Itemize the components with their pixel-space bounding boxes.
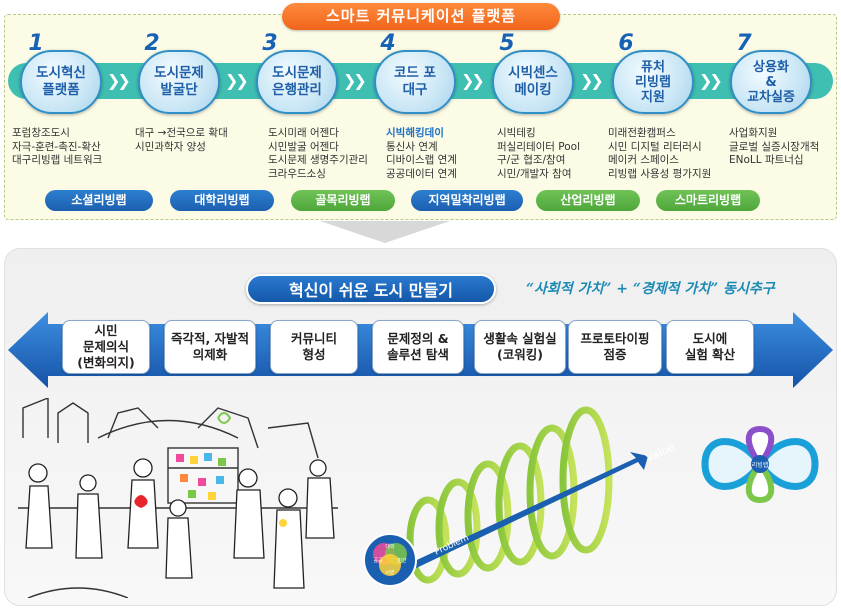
step-number-3: 3 bbox=[262, 31, 278, 56]
problem-to-value-spiral: Problem Value 대학 공공 민간 시민 bbox=[363, 406, 677, 587]
step-label: 도시혁신 bbox=[36, 65, 86, 81]
step-label: 지원 bbox=[641, 89, 665, 105]
funnel-connector bbox=[320, 221, 450, 243]
step-label: 메이킹 bbox=[514, 82, 552, 98]
venn-label: 공공 bbox=[373, 558, 383, 564]
step-label: 은행관리 bbox=[272, 82, 322, 98]
chevron-right-icon: ❯❯ bbox=[343, 71, 367, 90]
venn-label: 대학 bbox=[385, 543, 395, 550]
lab-social[interactable]: 소셜리빙랩 bbox=[45, 190, 153, 211]
step-label: 도시문제 bbox=[272, 65, 322, 81]
step-label: 대구 bbox=[402, 82, 428, 98]
logo-text: 리빙랩 bbox=[752, 461, 769, 469]
step-label: 도시문제 bbox=[154, 65, 204, 81]
step-label: 교차실증 bbox=[747, 89, 795, 105]
venn-label: 민간 bbox=[397, 557, 407, 564]
stage-living-lab[interactable]: 생활속 실험실(코워킹) bbox=[474, 320, 566, 374]
value-label: Value bbox=[644, 440, 677, 465]
step-number-5: 5 bbox=[499, 31, 515, 56]
chevron-right-icon: ❯❯ bbox=[580, 71, 604, 90]
step-number-4: 4 bbox=[380, 31, 396, 56]
step-label: 퓨처 bbox=[641, 59, 665, 75]
lab-industry[interactable]: 산업리빙랩 bbox=[536, 190, 640, 211]
lab-university[interactable]: 대학리빙랩 bbox=[170, 190, 274, 211]
stage-problem-definition[interactable]: 문제정의 &솔루션 탐색 bbox=[372, 320, 464, 374]
lab-local[interactable]: 지역밀착리빙랩 bbox=[411, 190, 523, 211]
chevron-right-icon: ❯❯ bbox=[699, 71, 723, 90]
chevron-right-icon: ❯❯ bbox=[225, 71, 249, 90]
platform-panel bbox=[4, 14, 837, 220]
step-label: 상용화 bbox=[753, 59, 789, 75]
workshop-sketch-illustration bbox=[18, 398, 338, 598]
slogan-banner: 혁신이 쉬운 도시 만들기 bbox=[246, 274, 496, 304]
lab-alley[interactable]: 골목리빙랩 bbox=[291, 190, 395, 211]
step-number-7: 7 bbox=[736, 31, 752, 56]
step-label: 플랫폼 bbox=[42, 82, 80, 98]
living-lab-logo: 리빙랩 bbox=[701, 425, 819, 504]
chevron-right-icon: ❯❯ bbox=[107, 71, 131, 90]
step-number-6: 6 bbox=[618, 31, 634, 56]
platform-title: 스마트 커뮤니케이션 플랫폼 bbox=[282, 3, 560, 30]
step-commercialization[interactable]: 상용화&교차실증 bbox=[730, 50, 812, 114]
step-number-2: 2 bbox=[144, 31, 160, 56]
step-label: 발굴단 bbox=[160, 82, 198, 98]
step-number-1: 1 bbox=[28, 31, 44, 56]
step-label: 시빅센스 bbox=[508, 65, 558, 81]
chevron-right-icon: ❯❯ bbox=[461, 71, 485, 90]
step-label: & bbox=[765, 74, 777, 90]
step-label: 리빙랩 bbox=[635, 74, 671, 90]
venn-label: 시민 bbox=[385, 569, 395, 576]
value-statement: “사회적 가치” + “경제적 가치” 동시추구 bbox=[526, 281, 775, 297]
lab-smart[interactable]: 스마트리빙랩 bbox=[656, 190, 760, 211]
step-label: 코드 포 bbox=[394, 65, 436, 81]
